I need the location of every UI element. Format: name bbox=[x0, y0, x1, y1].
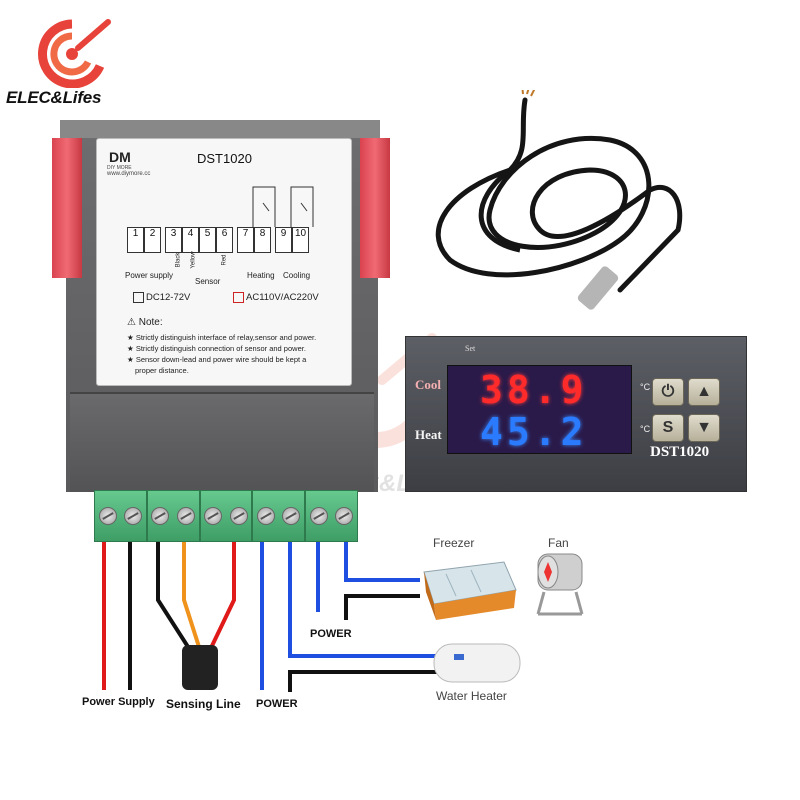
voltage-ac-option: AC110V/AC220V bbox=[233, 292, 319, 303]
brand-sub: DIY MORE bbox=[107, 165, 132, 171]
note-line-3: ★ Sensor down-lead and power wire should… bbox=[127, 355, 307, 364]
terminal-4: 4 bbox=[182, 227, 199, 253]
terminal-6: 6 bbox=[216, 227, 233, 253]
heating-power-label: POWER bbox=[256, 698, 298, 710]
screw-icon[interactable] bbox=[257, 507, 276, 525]
note-line-2: ★ Strictly distinguish connection of sen… bbox=[127, 344, 306, 353]
heat-unit: °C bbox=[640, 424, 651, 434]
freezer-label: Freezer bbox=[433, 536, 475, 550]
heat-label: Heat bbox=[415, 427, 442, 442]
terminal-seg-sensor-b bbox=[199, 490, 253, 542]
wiring-label-card: DM DIY MORE www.diymore.cc DST1020 1 2 3… bbox=[96, 138, 352, 386]
screw-icon[interactable] bbox=[204, 507, 223, 525]
up-button[interactable]: ▲ bbox=[688, 378, 720, 406]
terminal-10: 10 bbox=[292, 227, 309, 253]
screw-icon[interactable] bbox=[229, 507, 248, 525]
terminal-1: 1 bbox=[127, 227, 144, 253]
power-supply-label: Power Supply bbox=[82, 696, 155, 708]
logo-text: ELEC&Lifes bbox=[6, 88, 102, 107]
terminal-3: 3 bbox=[165, 227, 182, 253]
screw-icon[interactable] bbox=[176, 507, 195, 525]
down-button[interactable]: ▼ bbox=[688, 414, 720, 442]
left-mount-clip bbox=[52, 138, 82, 278]
label-model: DST1020 bbox=[197, 151, 252, 166]
terminal-seg-power bbox=[94, 490, 147, 542]
relay-schematic bbox=[252, 186, 314, 227]
note-title: ⚠ Note: bbox=[127, 317, 163, 328]
sensing-line-label: Sensing Line bbox=[166, 697, 241, 711]
chevron-down-icon: ▼ bbox=[696, 419, 712, 436]
screw-icon[interactable] bbox=[335, 507, 354, 525]
note-line-1: ★ Strictly distinguish interface of rela… bbox=[127, 333, 317, 342]
heating-caption: Heating bbox=[247, 271, 275, 280]
terminal-8: 8 bbox=[254, 227, 271, 253]
terminal-7: 7 bbox=[237, 227, 254, 253]
controller-top-edge bbox=[60, 120, 380, 138]
terminal-2: 2 bbox=[144, 227, 161, 253]
screw-icon[interactable] bbox=[124, 507, 143, 525]
terminal-5: 5 bbox=[199, 227, 216, 253]
cooling-power-label: POWER bbox=[310, 628, 352, 640]
cool-unit: °C bbox=[640, 382, 651, 392]
fan-icon bbox=[536, 553, 584, 616]
terminal-seg-sensor-a bbox=[146, 490, 200, 542]
power-button[interactable]: ⏻ bbox=[652, 378, 684, 406]
heat-temperature-value: 45.2 bbox=[480, 410, 588, 454]
warning-icon: ⚠ bbox=[127, 317, 136, 328]
cooling-caption: Cooling bbox=[283, 271, 311, 280]
screw-icon[interactable] bbox=[98, 507, 117, 525]
set-button[interactable]: S bbox=[652, 414, 684, 442]
power-supply-caption: Power supply bbox=[125, 271, 174, 280]
set-label: Set bbox=[465, 344, 476, 353]
cool-label: Cool bbox=[415, 377, 441, 392]
screw-icon[interactable] bbox=[282, 507, 301, 525]
terminal-9: 9 bbox=[275, 227, 292, 253]
water-heater-icon bbox=[433, 643, 521, 683]
panel-model: DST1020 bbox=[650, 444, 710, 460]
screw-icon[interactable] bbox=[151, 507, 170, 525]
water-heater-label: Water Heater bbox=[436, 689, 507, 703]
sensor-probe-icon bbox=[435, 90, 683, 310]
terminal-diagram-row: 1 2 3 4 5 6 7 8 9 10 bbox=[127, 227, 309, 253]
sensor-caption: Sensor bbox=[195, 277, 221, 286]
fan-label: Fan bbox=[548, 536, 569, 550]
chevron-up-icon: ▲ bbox=[696, 383, 712, 400]
right-mount-clip bbox=[360, 138, 390, 278]
brand-website: www.diymore.cc bbox=[107, 171, 151, 177]
brand-logo: DM bbox=[109, 149, 131, 165]
cool-temperature-value: 38.9 bbox=[480, 368, 588, 412]
freezer-icon bbox=[423, 561, 517, 620]
voltage-dc-option: DC12-72V bbox=[133, 292, 190, 303]
terminal-block bbox=[94, 490, 358, 542]
terminal-seg-cool bbox=[305, 490, 358, 542]
logo-icon bbox=[38, 19, 111, 88]
note-line-4: proper distance. bbox=[135, 366, 189, 375]
screw-icon[interactable] bbox=[309, 507, 328, 525]
lcd-display bbox=[447, 365, 632, 454]
power-icon: ⏻ bbox=[661, 383, 675, 400]
controller-lower-housing bbox=[70, 392, 374, 492]
terminal-seg-heat bbox=[252, 490, 306, 542]
